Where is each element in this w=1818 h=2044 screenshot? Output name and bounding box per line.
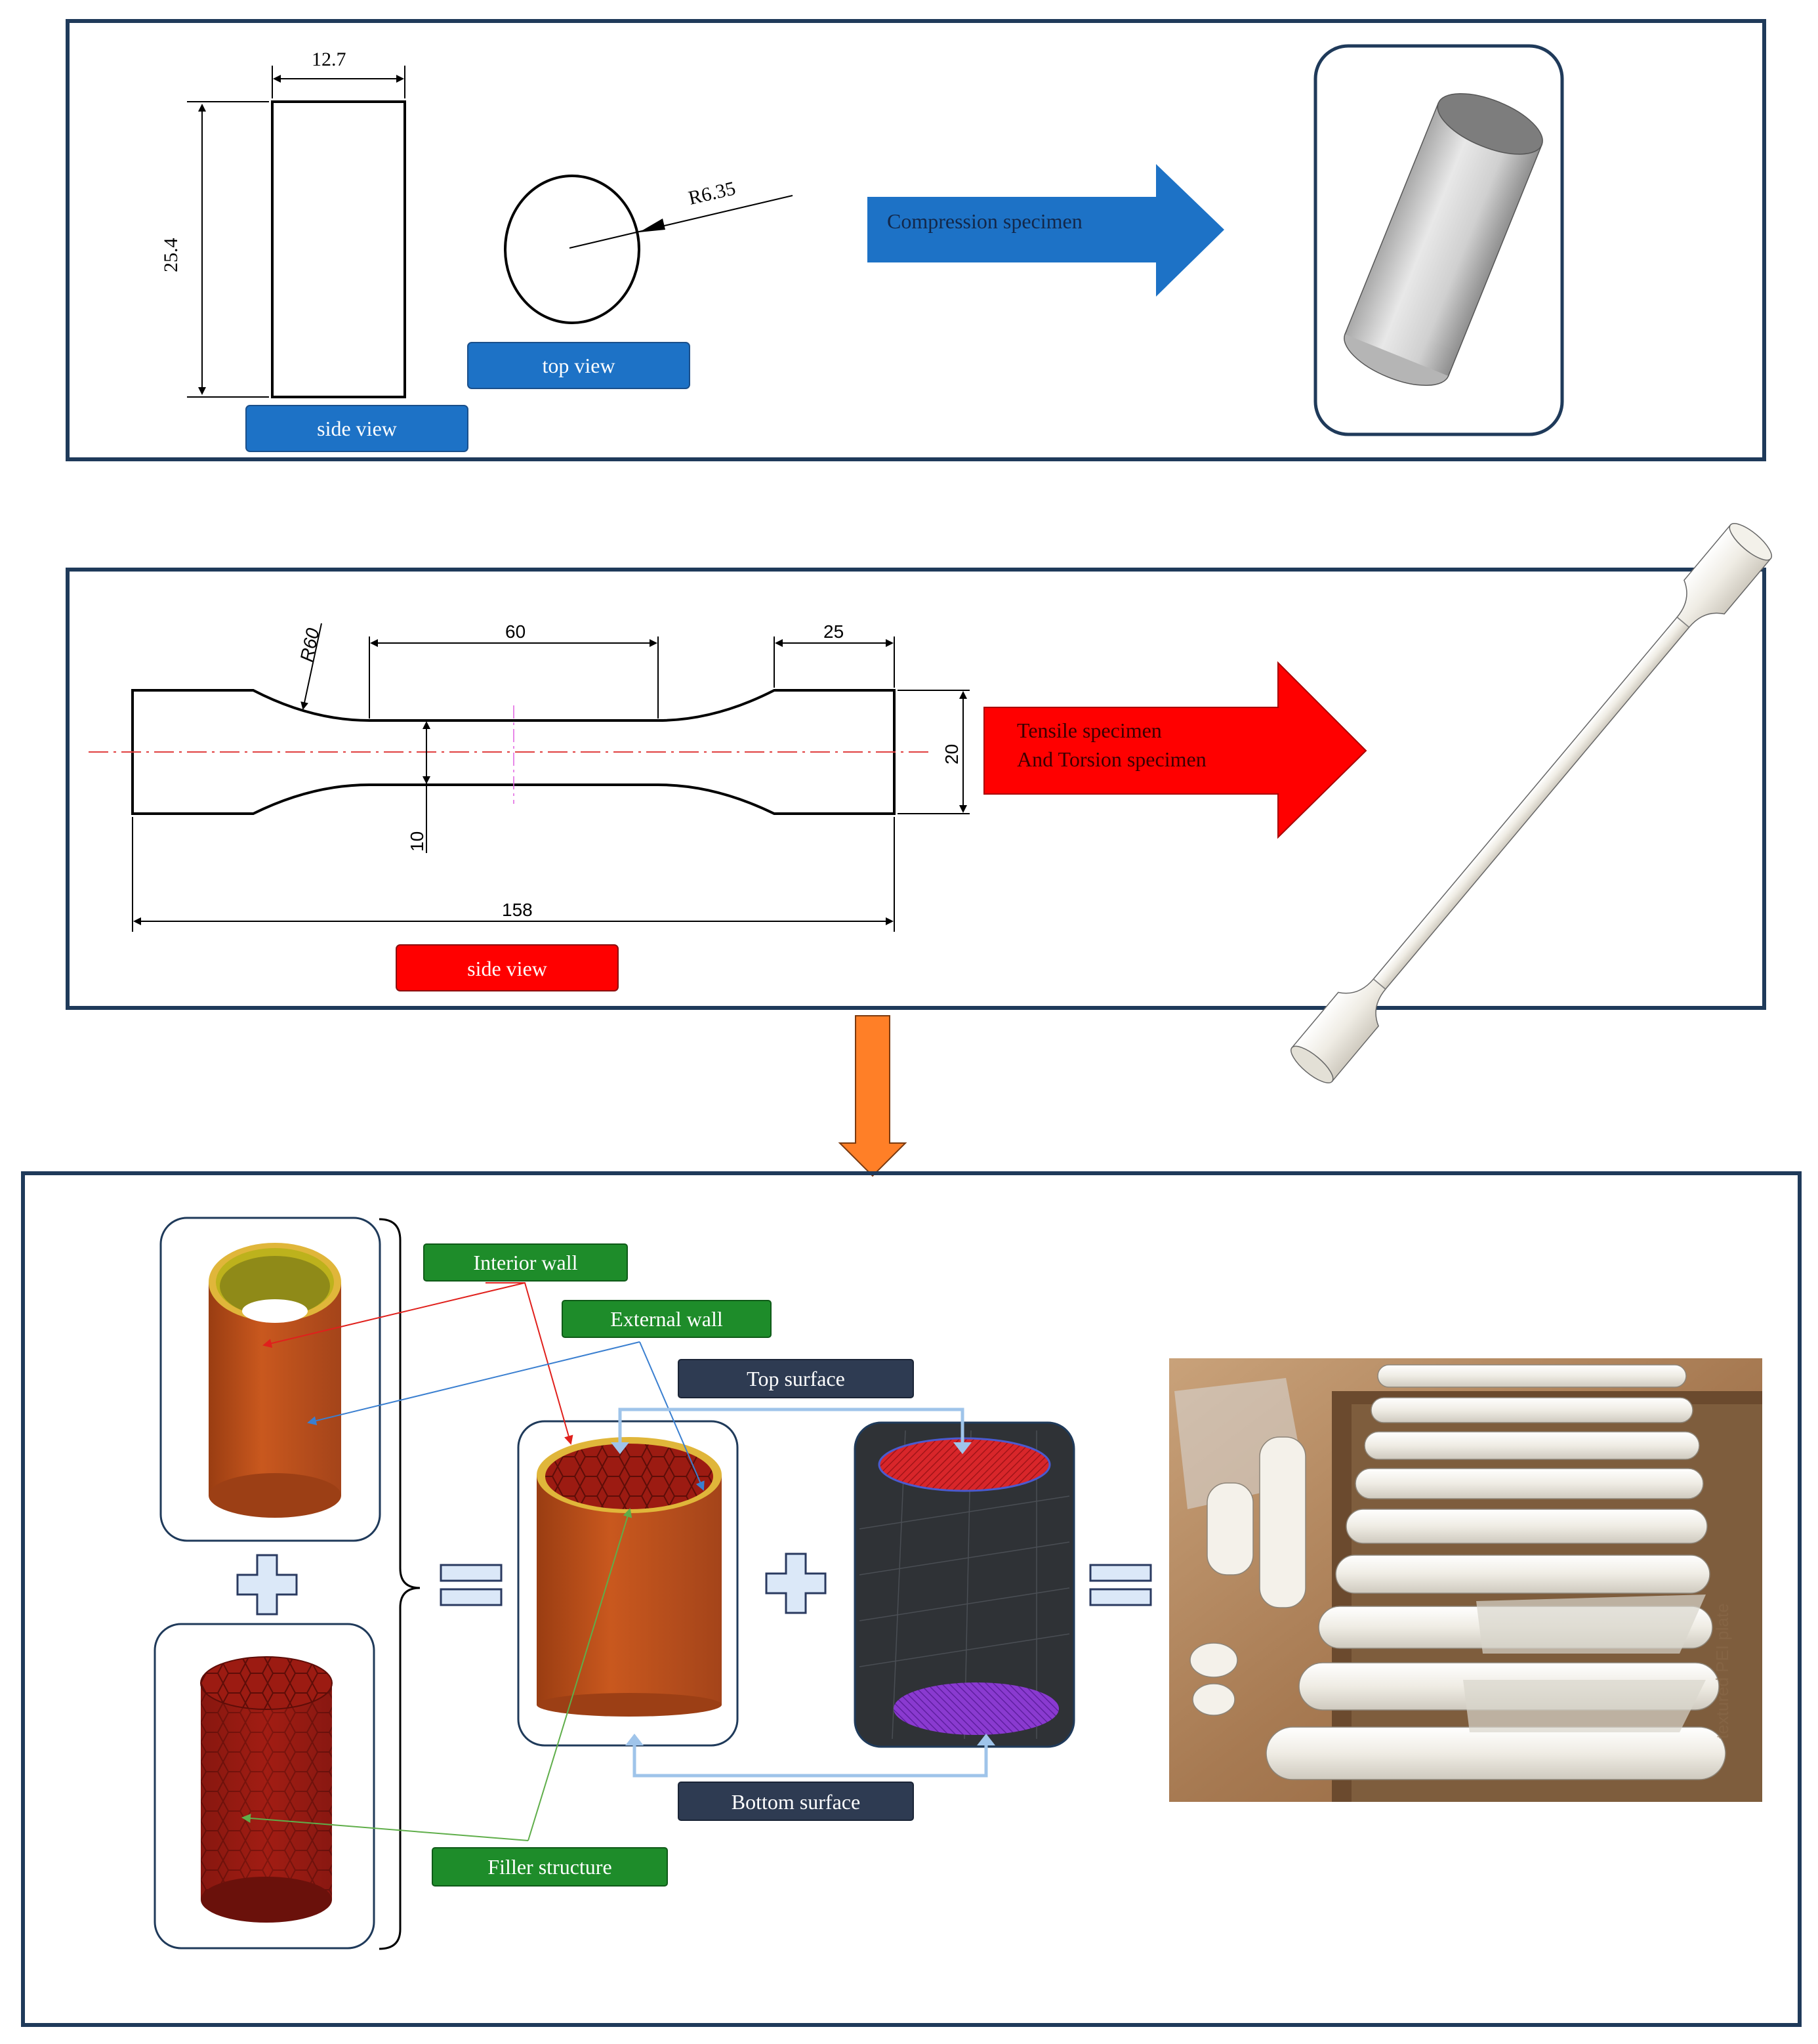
bottom-surface-arrowhead-right	[977, 1734, 995, 1745]
radius-arrowhead	[639, 219, 665, 232]
radius-leader-tensile	[300, 623, 322, 710]
equals-icon-left-top	[440, 1564, 503, 1582]
compression-side-view-drawing	[271, 100, 406, 398]
bottom-surface-label-box	[678, 1782, 914, 1821]
bottom-surface-layer	[894, 1682, 1059, 1735]
filler-structure-label-box	[432, 1847, 668, 1887]
tensile-arrow-label-line1: Tensile specimen	[1017, 719, 1162, 742]
plus-icon-left	[236, 1554, 298, 1616]
tensile-side-view-label: side view	[467, 957, 547, 980]
top-surface-label-box	[678, 1359, 914, 1398]
filler-structure-arrow-to-combined	[527, 1508, 632, 1841]
compression-top-view-circle	[504, 175, 640, 324]
plus-icon-middle	[765, 1553, 827, 1614]
tensile-specimen-render	[1291, 523, 1772, 1083]
bottom-surface-arrowhead-left	[625, 1734, 644, 1745]
equals-icon-left-bottom	[440, 1588, 503, 1606]
external-wall-label-box	[562, 1300, 772, 1338]
tensile-panel-frame	[66, 568, 1766, 1010]
top-surface-layer	[878, 1437, 1051, 1492]
tensile-narrow-label: 10	[407, 831, 427, 852]
radius-leader-line	[569, 195, 793, 249]
tensile-arrow-label-line2: And Torsion specimen	[1017, 747, 1207, 771]
tensile-side-view-outline	[131, 689, 896, 815]
external-wall-arrow-to-combined	[639, 1341, 705, 1491]
process-down-arrow	[838, 1015, 907, 1177]
interior-wall-arrow	[262, 1282, 526, 1348]
compression-arrow-label: Compression specimen	[887, 209, 1083, 233]
compression-cylinder-render	[1344, 93, 1543, 386]
tensile-length-label: 158	[502, 900, 533, 920]
height-dimension-label: 25.4	[160, 238, 182, 273]
external-wall-label: External wall	[610, 1307, 723, 1331]
bottom-surface-label: Bottom surface	[732, 1790, 860, 1814]
top-surface-label: Top surface	[747, 1367, 845, 1390]
top-view-label-box	[467, 342, 690, 389]
combined-render	[537, 1437, 722, 1717]
equals-icon-right-bottom	[1089, 1588, 1152, 1606]
compression-arrow	[867, 164, 1224, 297]
grip-dimension-label: 25	[823, 621, 844, 642]
gauge-dimension-label: 60	[505, 621, 526, 642]
radius-dimension-label: R6.35	[686, 177, 737, 209]
interior-wall-label: Interior wall	[473, 1251, 577, 1274]
tensile-arrow	[983, 661, 1367, 839]
filler-structure-arrow	[241, 1813, 529, 1841]
interior-wall-arrow-to-combined	[485, 1282, 573, 1445]
top-surface-arrowhead-left	[611, 1442, 629, 1454]
interior-wall-label-box	[423, 1243, 628, 1282]
filler-structure-label: Filler structure	[487, 1855, 611, 1879]
top-surface-arrowhead-right	[953, 1442, 972, 1454]
equals-icon-right-top	[1089, 1564, 1152, 1582]
top-surface-connector	[618, 1408, 964, 1450]
side-view-label: side view	[317, 417, 397, 440]
bottom-surface-connector	[632, 1738, 988, 1778]
pei-plate-text: textured PEI plate	[1712, 1603, 1732, 1739]
external-wall-arrow	[307, 1341, 640, 1425]
tensile-side-view-label-box	[396, 944, 619, 991]
top-view-label: top view	[542, 354, 615, 377]
printed-specimens-photo: textured PEI plate	[1169, 1358, 1762, 1802]
compression-panel-frame	[66, 19, 1766, 461]
walls-render	[209, 1243, 341, 1518]
side-view-label-box	[245, 405, 468, 452]
filler-render	[200, 1656, 333, 1923]
tensile-width-label: 20	[941, 744, 962, 764]
grouping-bracket	[379, 1218, 421, 1950]
slicing-panel-frame	[21, 1171, 1802, 2027]
width-dimension-label: 12.7	[312, 49, 346, 70]
tensile-radius-label: R60	[297, 626, 323, 663]
